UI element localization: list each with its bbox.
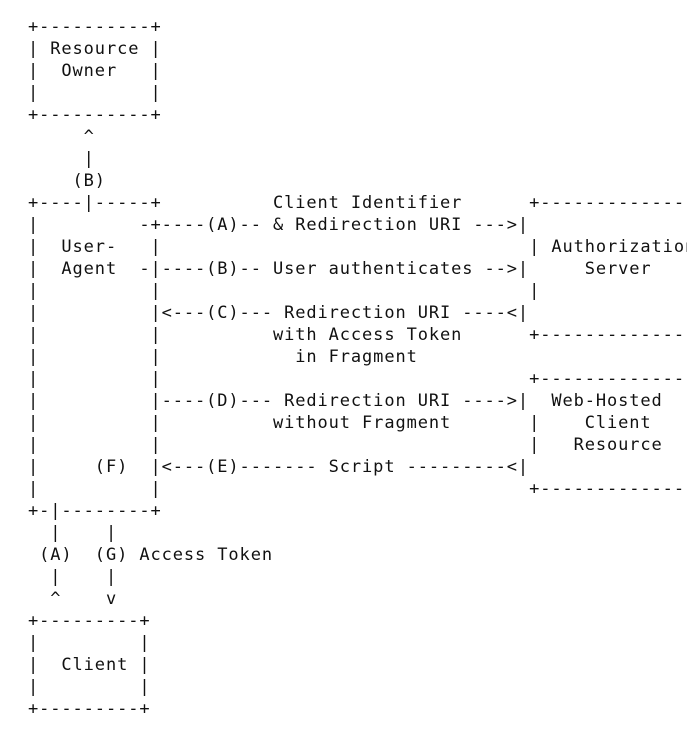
client-resource-box-top: | | +---------------+: [28, 369, 687, 389]
steps-a-g-labels: (A) (G) Access Token: [28, 545, 273, 565]
user-agent-and-authorization-server-labels: | User- | | Authorization |: [28, 237, 687, 257]
flow-d-arrow: | |----(D)--- Redirection URI ---->| Web…: [28, 391, 687, 411]
resource-owner-box-top: +----------+: [28, 17, 162, 37]
oauth-implicit-flow-diagram: +----------+| Resource || Owner || |+---…: [28, 16, 687, 720]
steps-a-g-shafts-top: | |: [28, 523, 118, 543]
resource-owner-label-line-2: | Owner |: [28, 61, 162, 81]
client-resource-label-line-3: | | | Resource |: [28, 435, 687, 455]
flow-a-arrow: | -+----(A)-- & Redirection URI --->| |: [28, 215, 687, 235]
resource-owner-box-bottom: +----------+: [28, 105, 162, 125]
client-label: | Client |: [28, 655, 151, 675]
resource-owner-box-side: | |: [28, 83, 162, 103]
client-box-bottom: +---------+: [28, 699, 151, 719]
client-box-top: +---------+: [28, 611, 151, 631]
client-resource-box-bottom: | | +---------------+: [28, 479, 687, 499]
resource-owner-label-line-1: | Resource |: [28, 39, 162, 59]
flow-c-arrow: | |<---(C)--- Redirection URI ----<| |: [28, 303, 687, 323]
flow-d-label-line-2: | | without Fragment | Client |: [28, 413, 687, 433]
user-agent-box-bottom: +-|--------+: [28, 501, 162, 521]
step-b-label: (B): [28, 171, 106, 191]
step-b-arrow-shaft: |: [28, 149, 95, 169]
flow-b-arrow: | Agent -|----(B)-- User authenticates -…: [28, 259, 687, 279]
step-b-arrow-head: ^: [28, 127, 95, 147]
client-box-side-1: | |: [28, 633, 151, 653]
client-box-side-2: | |: [28, 677, 151, 697]
steps-a-g-arrow-heads: ^ v: [28, 589, 118, 609]
diagram-line-12: | | | |: [28, 281, 687, 301]
flow-c-label-line-2: | | with Access Token +---------------+: [28, 325, 687, 345]
steps-a-g-shafts-bottom: | |: [28, 567, 118, 587]
flow-e-arrow-and-step-f: | (F) |<---(E)------- Script ---------<|…: [28, 457, 687, 477]
flow-c-label-line-3: | | in Fragment: [28, 347, 418, 367]
user-agent-box-top-and-flow-a-label: +----|-----+ Client Identifier +--------…: [28, 193, 687, 213]
